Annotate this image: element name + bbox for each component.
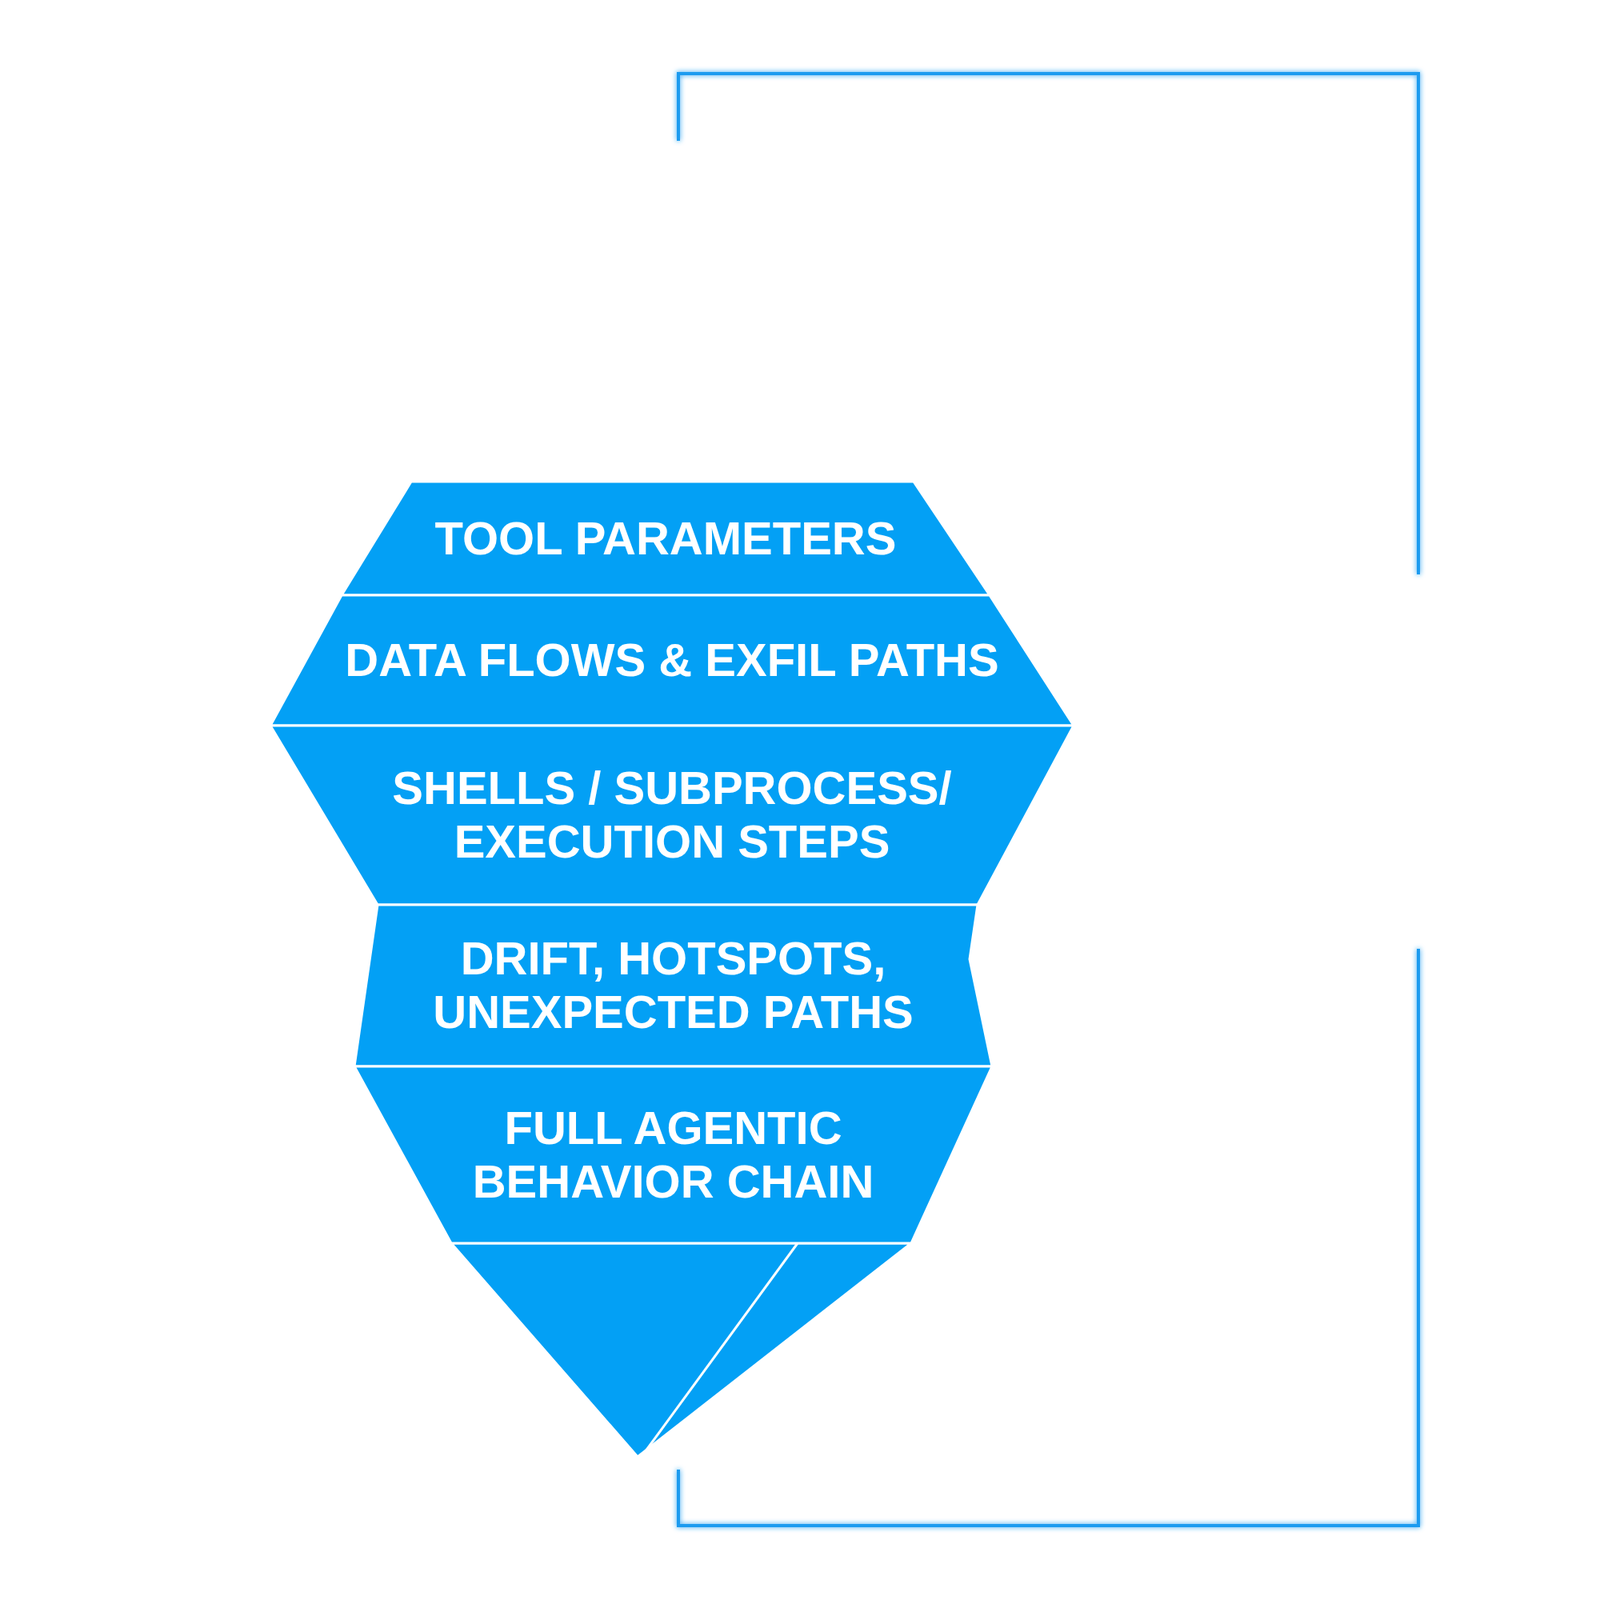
band-text-wrap: DATA FLOWS & EXFIL PATHS (344, 633, 999, 688)
band-text-wrap: FULL AGENTIC BEHAVIOR CHAIN (441, 1101, 906, 1208)
band-fill (341, 481, 990, 596)
band-text-wrap: DRIFT, HOTSPOTS, UNEXPECTED PATHS (401, 932, 946, 1039)
band-fill (270, 595, 1074, 726)
band-text-wrap: SHELLS / SUBPROCESS/ EXECUTION STEPS (368, 761, 976, 868)
iceberg-band: SHELLS / SUBPROCESS/ EXECUTION STEPS (270, 725, 1074, 905)
band-fill (270, 725, 1074, 905)
band-label: TOOL PARAMETERS (435, 512, 897, 566)
band-label: SHELLS / SUBPROCESS/ EXECUTION STEPS (368, 761, 976, 868)
band-label: FULL AGENTIC BEHAVIOR CHAIN (441, 1101, 906, 1208)
band-fill (354, 1066, 992, 1244)
band-label: DATA FLOWS & EXFIL PATHS (344, 633, 999, 688)
gem-tip (451, 1243, 912, 1457)
band-fill (354, 904, 992, 1067)
iceberg-band: DRIFT, HOTSPOTS, UNEXPECTED PATHS (354, 904, 992, 1067)
band-text-wrap: TOOL PARAMETERS (435, 512, 897, 566)
iceberg-band: FULL AGENTIC BEHAVIOR CHAIN (354, 1066, 992, 1244)
iceberg-band: DATA FLOWS & EXFIL PATHS (270, 595, 1074, 726)
band-label: DRIFT, HOTSPOTS, UNEXPECTED PATHS (401, 932, 946, 1039)
iceberg-band: TOOL PARAMETERS (341, 481, 990, 596)
